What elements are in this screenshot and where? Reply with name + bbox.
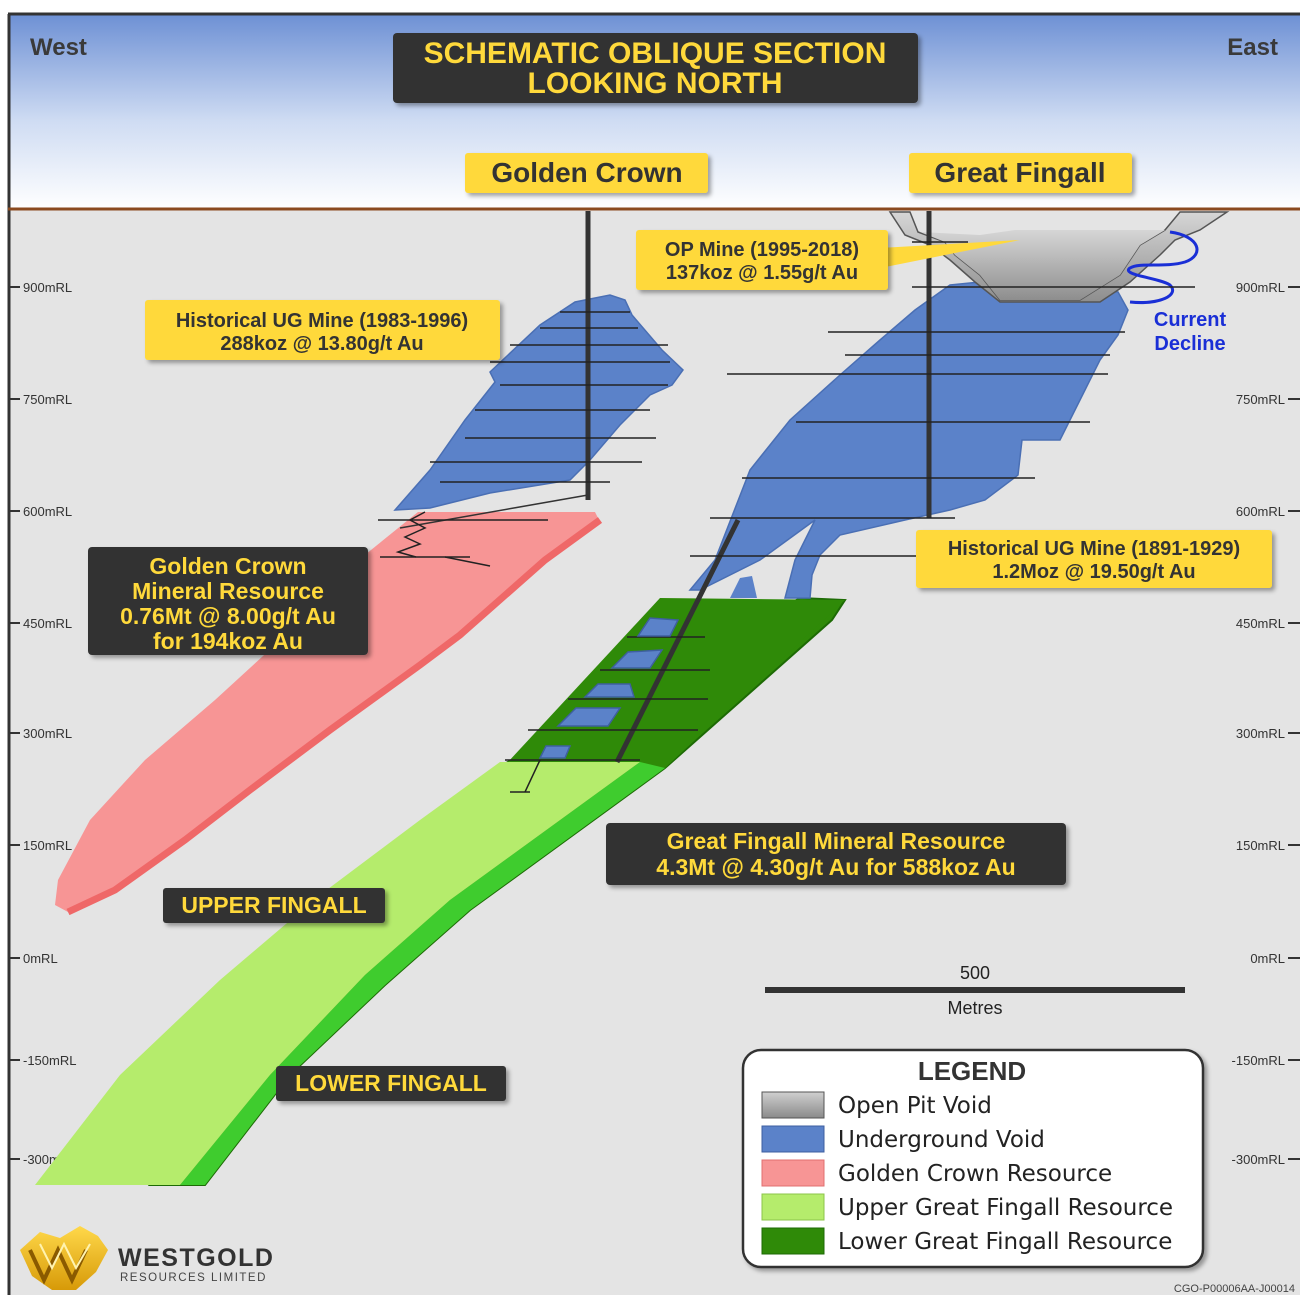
rl-labels-right: 900mRL 750mRL 600mRL 450mRL 300mRL 150mR… bbox=[1232, 280, 1285, 1167]
golden-crown-resource bbox=[55, 512, 600, 912]
document-code: CGO-P00006AA-J00014 bbox=[1174, 1283, 1295, 1295]
legend-label-lower-fingall: Lower Great Fingall Resource bbox=[838, 1229, 1172, 1255]
ug-void-small bbox=[730, 576, 757, 598]
lower-fingall-label: LOWER FINGALL bbox=[295, 1070, 487, 1096]
legend-box bbox=[741, 1048, 1205, 1269]
gc-resource-line4: for 194koz Au bbox=[153, 628, 303, 654]
legend-swatch-open-pit bbox=[761, 1091, 825, 1119]
rl-label-left: 450mRL bbox=[23, 616, 72, 631]
gf-resource-line1: Great Fingall Mineral Resource bbox=[667, 828, 1006, 854]
legend-title: LEGEND bbox=[918, 1056, 1026, 1086]
west-label: West bbox=[30, 34, 87, 61]
lower-fingall-label-box bbox=[276, 1066, 506, 1101]
upper-fingall-label: UPPER FINGALL bbox=[181, 892, 366, 918]
gc-resource-callout bbox=[88, 547, 368, 655]
golden-crown-ug-void bbox=[393, 294, 684, 511]
scale-bar-value: 500 bbox=[960, 963, 990, 983]
rl-label-left: 900mRL bbox=[23, 280, 72, 295]
fingall-resource-levels bbox=[505, 636, 710, 793]
gc-resource-line3: 0.76Mt @ 8.00g/t Au bbox=[120, 603, 336, 629]
logo-sub: RESOURCES LIMITED bbox=[120, 1272, 267, 1284]
op-mine-pointer bbox=[880, 240, 1020, 268]
rl-label-right: 450mRL bbox=[1236, 616, 1285, 631]
rl-label-right: -150mRL bbox=[1232, 1053, 1285, 1068]
rl-label-left: 300mRL bbox=[23, 726, 72, 741]
upper-fingall-resource bbox=[35, 762, 640, 1185]
legend-swatch-underground bbox=[761, 1125, 825, 1153]
rl-label-left: 0mRL bbox=[23, 951, 58, 966]
rl-label-left: 750mRL bbox=[23, 392, 72, 407]
legend-label-open-pit: Open Pit Void bbox=[838, 1093, 992, 1119]
rl-label-right: 750mRL bbox=[1236, 392, 1285, 407]
legend-swatch-lower-fingall bbox=[761, 1227, 825, 1255]
fingall-stopes bbox=[538, 617, 680, 759]
rl-axis-right bbox=[1288, 286, 1300, 1160]
rl-label-right: 600mRL bbox=[1236, 504, 1285, 519]
title-line2: LOOKING NORTH bbox=[528, 67, 783, 100]
great-fingall-label: Great Fingall bbox=[934, 157, 1105, 188]
rl-label-right: 150mRL bbox=[1236, 838, 1285, 853]
hist-ug-gc-callout bbox=[145, 300, 500, 360]
rl-label-left: -150mRL bbox=[23, 1053, 76, 1068]
gf-resource-callout bbox=[606, 823, 1066, 885]
op-mine-line2: 137koz @ 1.55g/t Au bbox=[666, 262, 858, 284]
hist-ug-gf-line1: Historical UG Mine (1891-1929) bbox=[948, 538, 1240, 560]
gf-resource-line2: 4.3Mt @ 4.30g/t Au for 588koz Au bbox=[656, 854, 1015, 880]
golden-crown-label-box bbox=[465, 153, 708, 193]
legend-label-underground: Underground Void bbox=[838, 1127, 1045, 1153]
inclined-shaft bbox=[614, 518, 741, 764]
legend-swatch-golden-crown bbox=[761, 1159, 825, 1187]
rl-axis-left bbox=[9, 286, 20, 1160]
gc-crosscut bbox=[399, 494, 589, 529]
rl-label-right: -300mRL bbox=[1232, 1152, 1285, 1167]
rl-label-left: 150mRL bbox=[23, 838, 72, 853]
current-decline-line2: Decline bbox=[1154, 333, 1225, 355]
rl-label-left: 600mRL bbox=[23, 504, 72, 519]
gc-resource-line1: Golden Crown bbox=[149, 553, 306, 579]
op-mine-callout bbox=[636, 230, 888, 290]
rl-label-right: 300mRL bbox=[1236, 726, 1285, 741]
rl-label-right: 900mRL bbox=[1236, 280, 1285, 295]
upper-fingall-label-box bbox=[163, 888, 385, 923]
golden-crown-levels bbox=[378, 311, 670, 567]
east-label: East bbox=[1227, 34, 1278, 61]
gc-resource-line2: Mineral Resource bbox=[132, 578, 324, 604]
hist-ug-gf-callout bbox=[916, 530, 1272, 588]
golden-crown-label: Golden Crown bbox=[491, 157, 682, 188]
scale-bar bbox=[765, 987, 1185, 993]
current-decline bbox=[1126, 230, 1199, 305]
title-line1: SCHEMATIC OBLIQUE SECTION bbox=[424, 37, 887, 70]
hist-ug-gc-line2: 288koz @ 13.80g/t Au bbox=[220, 333, 423, 355]
legend-label-upper-fingall: Upper Great Fingall Resource bbox=[838, 1195, 1173, 1221]
golden-crown-decline bbox=[395, 511, 427, 558]
logo-name: WESTGOLD bbox=[118, 1244, 274, 1272]
legend-swatch-upper-fingall bbox=[761, 1193, 825, 1221]
hist-ug-gc-line1: Historical UG Mine (1983-1996) bbox=[176, 310, 468, 332]
op-mine-line1: OP Mine (1995-2018) bbox=[665, 239, 859, 261]
legend-label-golden-crown: Golden Crown Resource bbox=[838, 1161, 1112, 1187]
great-fingall-label-box bbox=[909, 153, 1132, 193]
hist-ug-gf-line2: 1.2Moz @ 19.50g/t Au bbox=[992, 561, 1195, 583]
rl-label-right: 0mRL bbox=[1250, 951, 1285, 966]
westgold-logo-icon bbox=[20, 1226, 108, 1290]
golden-crown-resource-edge bbox=[66, 517, 603, 916]
current-decline-line1: Current bbox=[1154, 309, 1227, 331]
lower-fingall-edge bbox=[180, 762, 665, 1185]
title-box bbox=[393, 33, 918, 103]
scale-bar-unit: Metres bbox=[947, 998, 1002, 1018]
